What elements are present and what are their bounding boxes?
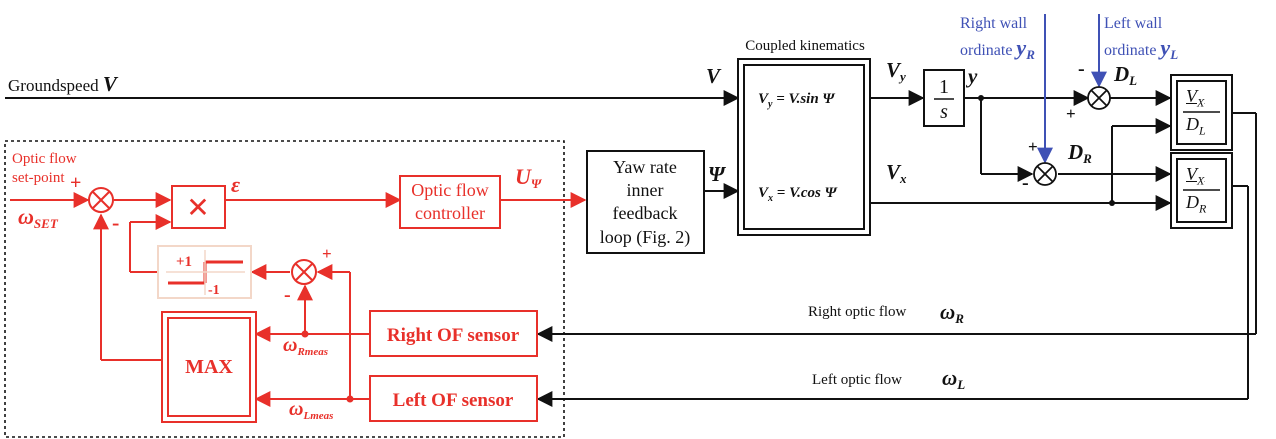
kinematics-block-inner	[743, 64, 865, 230]
multiplier-symbol: ✕	[186, 193, 209, 224]
junction-dot	[1109, 200, 1115, 206]
right-of-sensor-block	[369, 310, 538, 357]
max-block	[161, 311, 257, 423]
sign-block-plus-one: +1	[176, 254, 192, 270]
yaw-loop-line1: Yaw rate	[613, 157, 677, 177]
multiplier-block	[171, 185, 226, 229]
junction-dot	[301, 330, 309, 338]
black-signal-lines	[5, 90, 1257, 407]
max-label: MAX	[185, 356, 233, 378]
left-of-sensor-label: Left OF sensor	[393, 390, 514, 411]
sign-block-minus-one: -1	[208, 283, 220, 298]
kinematics-title: Coupled kinematics	[745, 38, 865, 54]
red-signal-lines	[10, 192, 587, 407]
yaw-loop-line3: feedback	[613, 203, 678, 223]
wall-input-arrows	[1037, 14, 1107, 164]
left-of-sensor-block	[369, 375, 538, 422]
integrator-block	[923, 69, 965, 127]
right-of-sensor-label: Right OF sensor	[387, 325, 520, 346]
sum-junction-left-wall	[1087, 86, 1111, 110]
sum-junction-sensors	[291, 259, 317, 285]
max-block-inner	[167, 317, 251, 417]
ratio-block-right-inner	[1176, 158, 1227, 223]
controller-boundary	[4, 140, 565, 438]
ratio-block-left-inner	[1176, 80, 1227, 145]
sum-junction-setpoint	[88, 187, 114, 213]
junction-dot	[978, 95, 984, 101]
controller-label-line2: controller	[415, 203, 485, 223]
yaw-loop-line2: inner	[627, 180, 664, 200]
integrator-numerator: 1	[939, 76, 949, 98]
yaw-rate-loop-block	[586, 150, 705, 254]
yaw-loop-line4: loop (Fig. 2)	[600, 227, 691, 248]
junction-dot	[346, 395, 354, 403]
integrator-denominator: s	[940, 101, 948, 123]
sum-junction-right-wall	[1033, 162, 1057, 186]
controller-label-line1: Optic flow	[411, 180, 488, 200]
kinematics-block	[737, 58, 871, 236]
optic-flow-controller-block	[399, 175, 501, 229]
